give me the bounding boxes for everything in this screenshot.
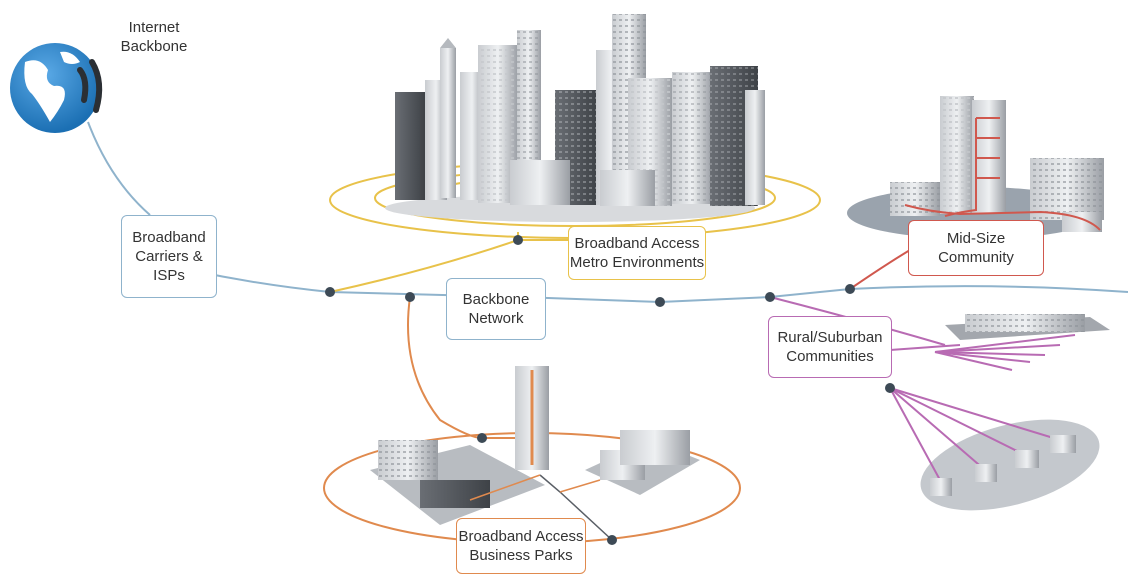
network-nodes xyxy=(325,235,895,545)
carriers-label-box: Broadband Carriers & ISPs xyxy=(121,215,217,298)
midsize-label-box: Mid-Size Community xyxy=(908,220,1044,276)
internet-backbone-line1: Internet xyxy=(128,19,180,36)
carriers-line2: Carriers & xyxy=(135,248,203,265)
backbone-network-label-box: Backbone Network xyxy=(446,278,546,340)
internet-backbone-label: Internet Backbone xyxy=(112,18,196,56)
business-line2: Business Parks xyxy=(469,547,573,564)
business-park-image xyxy=(323,296,741,544)
business-label-box: Broadband Access Business Parks xyxy=(456,518,586,574)
rural-line2: Communities xyxy=(786,348,874,365)
rural-community-image xyxy=(769,296,1110,511)
internet-globe-icon xyxy=(10,43,103,133)
midsize-line2: Community xyxy=(938,249,1014,266)
rural-label-box: Rural/Suburban Communities xyxy=(768,316,892,378)
city-skyline-image xyxy=(385,14,765,222)
metro-line1: Broadband Access xyxy=(574,235,700,252)
backbone-network-line2: Network xyxy=(468,310,524,327)
carriers-line1: Broadband xyxy=(132,229,206,246)
backbone-network-line1: Backbone xyxy=(462,291,530,308)
internet-backbone-line2: Backbone xyxy=(120,38,188,55)
metro-line2: Metro Environments xyxy=(569,254,705,271)
metro-label-box: Broadband Access Metro Environments xyxy=(568,226,706,280)
rural-line1: Rural/Suburban xyxy=(777,329,883,346)
business-line1: Broadband Access xyxy=(458,528,584,545)
carriers-line3: ISPs xyxy=(153,267,185,284)
midsize-line1: Mid-Size xyxy=(946,230,1006,247)
